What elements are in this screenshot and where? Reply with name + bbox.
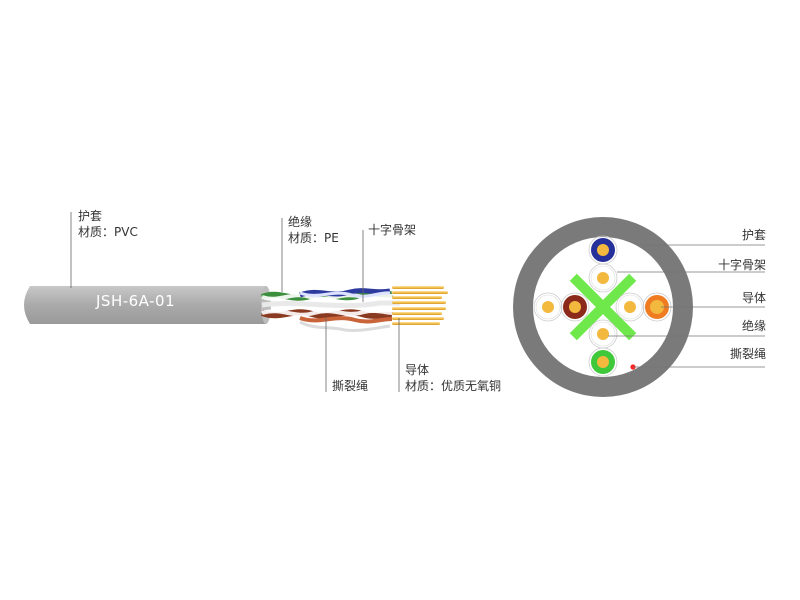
insulation-name: 绝缘 xyxy=(288,215,313,229)
section-leader-lines xyxy=(608,244,765,368)
section-label-conductor: 导体 xyxy=(741,291,766,305)
cross-filler-strip xyxy=(261,300,400,309)
orange-pair xyxy=(299,316,393,324)
side-leader-lines xyxy=(70,212,400,392)
insulation-material: 材质：PE xyxy=(288,231,339,245)
section-label-rip-cord: 撕裂绳 xyxy=(729,347,766,361)
rip-cord-label: 撕裂绳 xyxy=(332,379,369,393)
rip-cord-fibers xyxy=(299,320,391,332)
conductors-bottom xyxy=(392,307,446,325)
cross-filler xyxy=(569,273,637,341)
section-label-insulation: 绝缘 xyxy=(741,319,766,333)
jacket-material: 材质：PVC xyxy=(78,225,138,239)
conductors-top xyxy=(392,286,448,304)
conductor-label: 导体 材质：优质无氧铜 xyxy=(405,362,501,394)
jacket-name: 护套 xyxy=(78,209,103,223)
conductor-material: 材质：优质无氧铜 xyxy=(405,379,502,393)
model-number: JSH-6A-01 xyxy=(96,292,176,310)
insulation-label: 绝缘 材质：PE xyxy=(288,214,339,246)
blue-pair xyxy=(299,288,391,298)
section-label-jacket: 护套 xyxy=(741,228,766,242)
cable-jacket xyxy=(24,286,266,324)
section-label-cross-filler: 十字骨架 xyxy=(717,258,766,272)
jacket-label: 护套 材质：PVC xyxy=(78,208,138,240)
brown-pair xyxy=(261,308,393,319)
cross-filler-label: 十字骨架 xyxy=(368,223,417,237)
conductor-name: 导体 xyxy=(405,363,430,377)
